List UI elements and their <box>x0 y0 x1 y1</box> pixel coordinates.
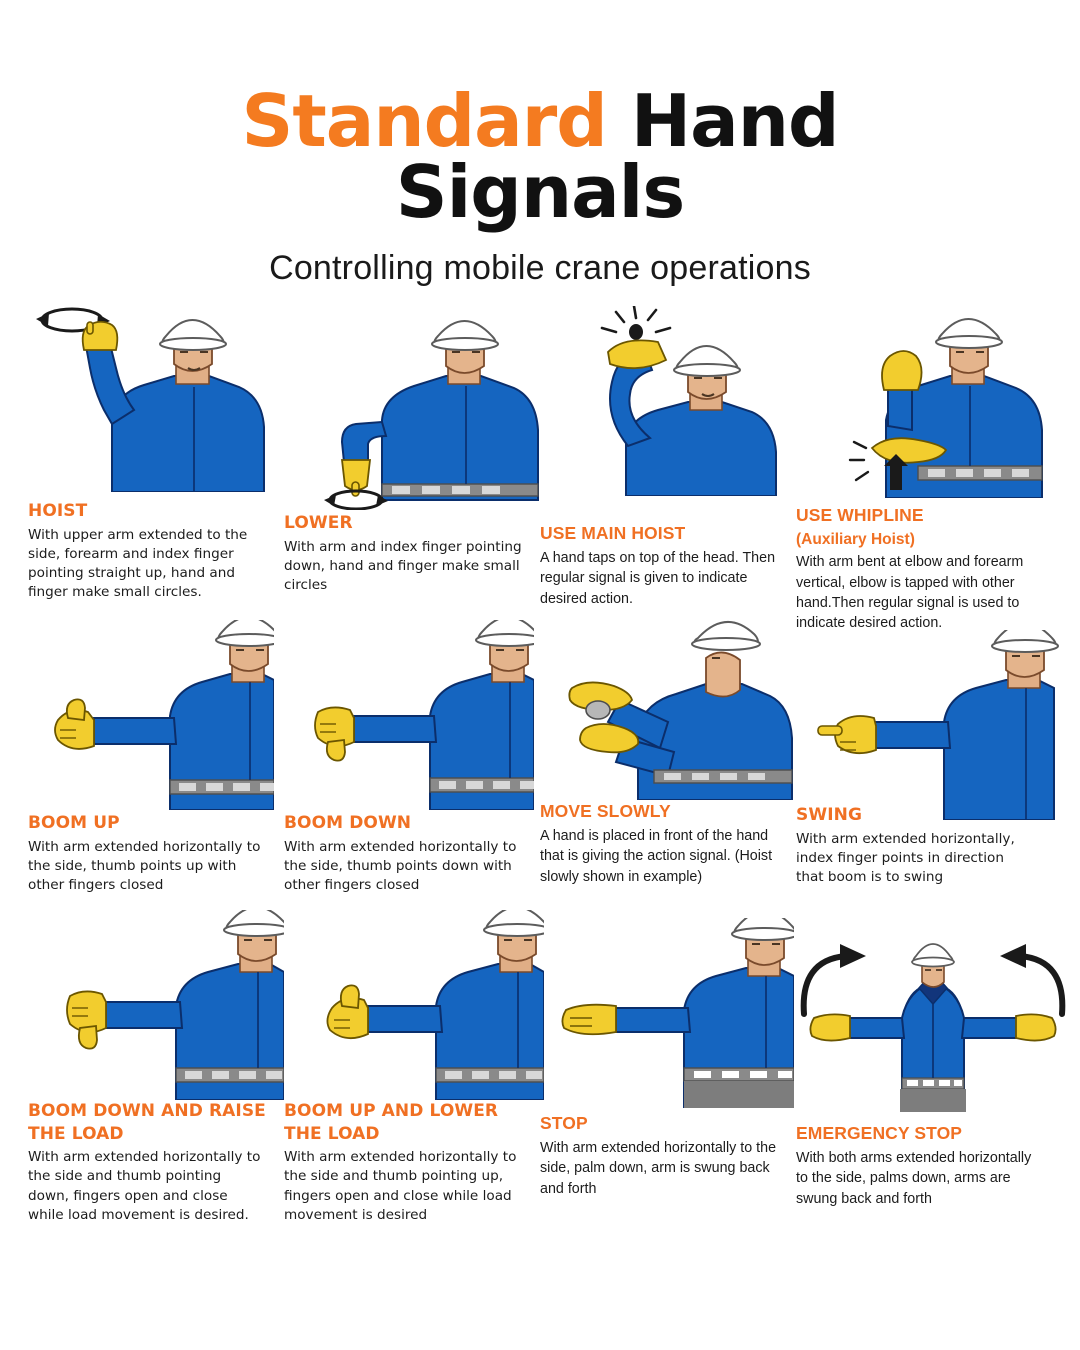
page-title: Standard Hand Signals <box>0 85 1080 228</box>
caption-hoist: HOIST With upper arm extended to the sid… <box>28 500 284 603</box>
signal-description: With arm bent at elbow and forearm verti… <box>796 554 1024 632</box>
curved-arrow-right-icon <box>1017 953 1066 1018</box>
signal-card-swing: SWING With arm extended horizontally, in… <box>796 614 1059 914</box>
signal-description: A hand is placed in front of the hand th… <box>540 828 773 885</box>
signal-description: With arm extended horizontally to the si… <box>284 838 517 894</box>
signal-card-use-whipline: USE WHIPLINE (Auxiliary Hoist) With arm … <box>796 314 1052 631</box>
signal-title: USE WHIPLINE <box>796 505 924 526</box>
signal-title: MOVE SLOWLY <box>540 801 671 822</box>
figure-hoist <box>28 307 284 500</box>
signal-description: With arm extended horizontally to the si… <box>284 1148 517 1223</box>
arrow-head-left <box>36 313 49 327</box>
signal-title: BOOM DOWN <box>284 813 412 834</box>
figure-stop <box>540 914 796 1109</box>
signal-card-boom-up-lower-load: BOOM UP AND LOWER THE LOAD With arm exte… <box>284 910 544 1223</box>
title-accent-word: Standard <box>241 79 607 163</box>
signal-description: With both arms extended horizontally to … <box>796 1150 1032 1207</box>
title-word-hand: Hand <box>630 79 840 163</box>
caption-move-slowly: MOVE SLOWLY A hand is placed in front of… <box>540 800 796 887</box>
figure-boom-up <box>28 614 284 811</box>
signal-title: EMERGENCY STOP <box>796 1123 963 1144</box>
signal-card-stop: STOP With arm extended horizontally to t… <box>540 914 796 1214</box>
title-word-signals: Signals <box>395 149 685 234</box>
signal-title: STOP <box>540 1113 588 1134</box>
page-subtitle: Controlling mobile crane operations <box>269 249 811 288</box>
signal-title: BOOM UP <box>28 813 120 834</box>
figure-boom-up-lower-load <box>284 910 544 1101</box>
caption-emergency-stop: EMERGENCY STOP With both arms extended h… <box>796 1100 1052 1209</box>
signal-description: With arm extended horizontally to the si… <box>28 838 261 894</box>
signal-card-use-main-hoist: USE MAIN HOIST A hand taps on top of the… <box>540 306 796 614</box>
signal-card-emergency-stop: EMERGENCY STOP With both arms extended h… <box>796 914 1066 1214</box>
signal-title: LOWER <box>284 513 353 534</box>
signals-grid: HOIST With upper arm extended to the sid… <box>0 306 1080 1223</box>
caption-swing: SWING With arm extended horizontally, in… <box>796 800 1052 887</box>
caption-boom-up: BOOM UP With arm extended horizontally t… <box>28 800 284 895</box>
signal-title: HOIST <box>28 501 88 522</box>
caption-stop: STOP With arm extended horizontally to t… <box>540 1100 796 1199</box>
signal-card-boom-down-raise-load: BOOM DOWN AND RAISE THE LOAD With arm ex… <box>28 910 284 1223</box>
signal-card-boom-up: BOOM UP With arm extended horizontally t… <box>28 614 284 914</box>
caption-boom-down: BOOM DOWN With arm extended horizontally… <box>284 800 540 895</box>
figure-use-whipline <box>796 314 1052 500</box>
figure-lower <box>284 314 540 511</box>
figure-use-main-hoist <box>540 306 796 500</box>
curved-arrow-left-icon <box>800 953 849 1018</box>
up-arrow-icon <box>884 454 908 491</box>
signal-title: BOOM DOWN AND RAISE THE LOAD <box>28 1101 266 1144</box>
signal-description: A hand taps on top of the head. Then reg… <box>540 550 776 607</box>
figure-boom-down-raise-load <box>28 910 284 1101</box>
caption-use-main-hoist: USE MAIN HOIST A hand taps on top of the… <box>540 500 796 609</box>
signal-card-boom-down: BOOM DOWN With arm extended horizontally… <box>284 614 540 914</box>
figure-emergency-stop <box>796 914 1066 1113</box>
signal-subtitle: (Auxiliary Hoist) <box>796 531 915 549</box>
impact-burst-icon <box>600 306 672 334</box>
signal-description: With arm extended horizontally, index fi… <box>796 830 1015 886</box>
signal-description: With upper arm extended to the side, for… <box>28 526 248 601</box>
caption-boom-down-raise-load: BOOM DOWN AND RAISE THE LOAD With arm ex… <box>28 1100 284 1225</box>
caption-lower: LOWER With arm and index finger pointing… <box>284 500 540 595</box>
signal-description: With arm extended horizontally to the si… <box>540 1140 777 1197</box>
header: Standard Hand Signals Controlling mobile… <box>0 0 1080 288</box>
caption-use-whipline: USE WHIPLINE (Auxiliary Hoist) With arm … <box>796 500 1052 633</box>
caption-boom-up-lower-load: BOOM UP AND LOWER THE LOAD With arm exte… <box>284 1100 540 1225</box>
figure-swing <box>796 614 1059 821</box>
figure-boom-down <box>284 614 540 811</box>
signal-description: With arm extended horizontally to the si… <box>28 1148 261 1223</box>
signal-title: USE MAIN HOIST <box>540 523 686 544</box>
figure-move-slowly <box>540 614 796 801</box>
signal-title: SWING <box>796 805 863 826</box>
signal-card-move-slowly: MOVE SLOWLY A hand is placed in front of… <box>540 614 796 914</box>
signal-description: With arm and index finger pointing down,… <box>284 538 522 594</box>
signal-card-hoist: HOIST With upper arm extended to the sid… <box>28 307 284 614</box>
signal-title: BOOM UP AND LOWER THE LOAD <box>284 1101 499 1144</box>
signal-card-lower: LOWER With arm and index finger pointing… <box>284 314 540 614</box>
